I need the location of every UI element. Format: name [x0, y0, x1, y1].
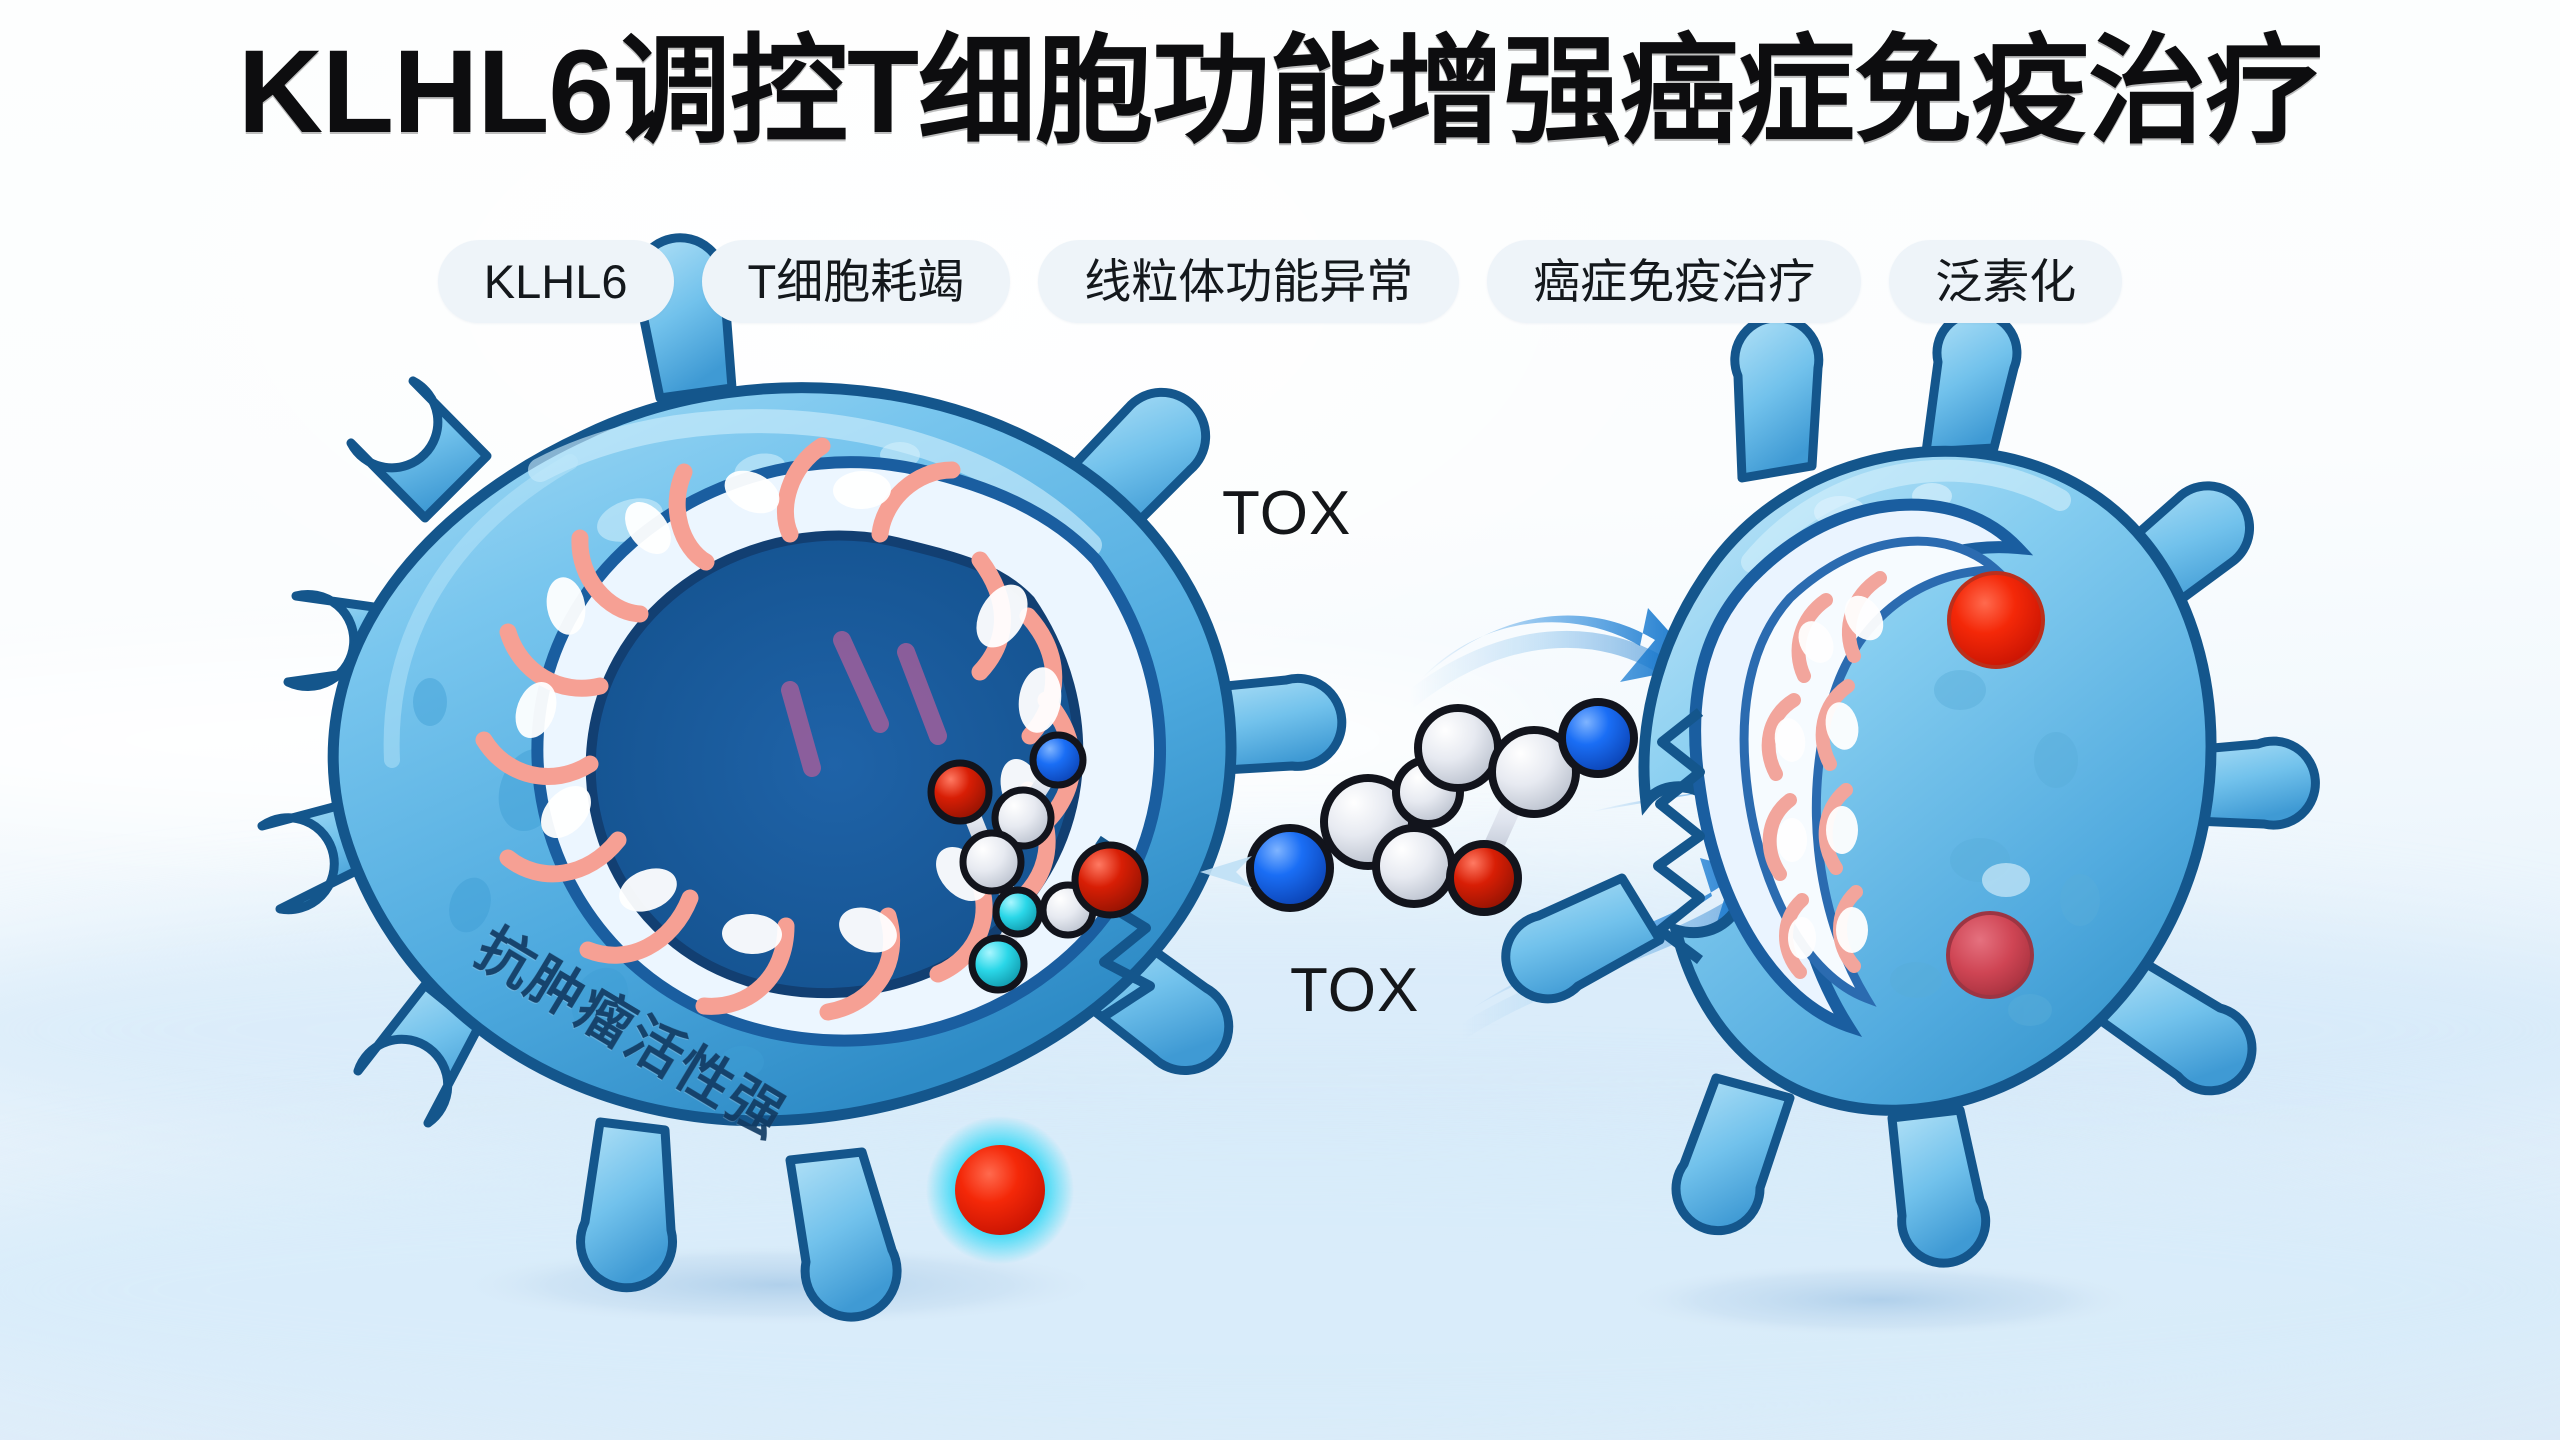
right-cell-shadow: [1618, 1262, 2142, 1338]
keyword-tag-cancer-immunotherapy[interactable]: 癌症免疫治疗: [1487, 240, 1862, 324]
right-t-cell: [1501, 308, 2320, 1268]
right-cell-marker-bottom: [1946, 911, 2034, 999]
page-title: KLHL6调控T细胞功能增强癌症免疫治疗: [237, 26, 2323, 158]
keyword-tag-klhl6[interactable]: KLHL6: [437, 240, 674, 324]
left-cell-marker: [955, 1145, 1045, 1235]
right-cristae: [1761, 571, 1887, 979]
tox-label-bottom: TOX: [1290, 956, 1420, 1025]
keyword-tag-ubiquitination[interactable]: 泛素化: [1889, 240, 2123, 324]
tox-label-top: TOX: [1222, 479, 1352, 548]
keyword-tag-mitochondrial-dysfunction[interactable]: 线粒体功能异常: [1038, 240, 1460, 324]
left-t-cell: [257, 233, 1347, 1322]
right-cell-marker-top: [1947, 571, 2045, 669]
keyword-tag-t-cell-exhaustion[interactable]: T细胞耗竭: [701, 240, 1011, 324]
keyword-tag-bar: KLHL6 T细胞耗竭 线粒体功能异常 癌症免疫治疗 泛素化: [0, 240, 2560, 324]
